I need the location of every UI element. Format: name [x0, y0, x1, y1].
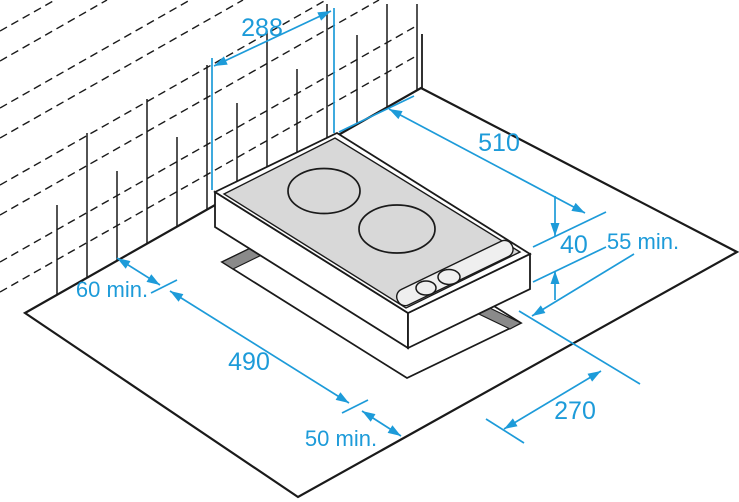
- dim-front-clearance: 50 min.: [305, 410, 402, 451]
- dim-label: 490: [228, 348, 270, 376]
- dim-hob-depth: 510: [338, 95, 607, 248]
- burner-front: [358, 204, 436, 254]
- arrowhead-icon: [389, 109, 403, 120]
- extension-line: [338, 95, 415, 133]
- dim-cutout-depth: 490: [150, 279, 369, 414]
- wall-tile-lines: [56, 4, 418, 295]
- dim-label: 510: [478, 129, 520, 157]
- arrowhead-icon: [532, 305, 546, 316]
- dim-label: 60 min.: [76, 277, 148, 302]
- arrowhead-icon: [146, 274, 160, 285]
- control-knob-1: [415, 280, 437, 296]
- control-knob-2: [437, 268, 461, 286]
- arrowhead-icon: [587, 371, 601, 382]
- arrowhead-icon: [571, 202, 585, 213]
- extension-line: [532, 246, 607, 283]
- dim-label: 288: [241, 14, 283, 42]
- extension-tick: [341, 399, 369, 414]
- dim-cutout-width: 270: [485, 370, 602, 444]
- arrowhead-icon: [504, 418, 518, 429]
- hob: [213, 131, 532, 350]
- dimension-line: [503, 370, 602, 430]
- dim-label: 55 min.: [607, 229, 679, 254]
- extension-line: [518, 310, 641, 385]
- extension-line: [532, 211, 607, 248]
- dim-label: 50 min.: [305, 426, 377, 451]
- arrowhead-icon: [335, 392, 349, 403]
- arrowhead-icon: [550, 223, 560, 236]
- arrowhead-icon: [550, 271, 560, 284]
- arrowhead-icon: [387, 425, 401, 436]
- dimension-line: [213, 10, 332, 67]
- dimension-line: [169, 290, 350, 404]
- dimension-line: [388, 108, 586, 214]
- wall: [0, 0, 423, 295]
- arrowhead-icon: [362, 411, 376, 422]
- burner-rear: [287, 167, 361, 215]
- wall-dashed-lines: [0, 0, 419, 293]
- dim-label: 40: [560, 231, 588, 259]
- dimensions: 288 510 40 55 min.: [76, 8, 679, 451]
- arrowhead-icon: [317, 11, 331, 21]
- arrowhead-icon: [117, 258, 131, 269]
- hob-glass-surface: [222, 137, 522, 309]
- dimension-line: [531, 253, 635, 317]
- dim-hob-width: 288: [211, 8, 335, 190]
- arrowhead-icon: [170, 291, 184, 302]
- arrowhead-icon: [214, 56, 228, 66]
- dim-label: 270: [554, 397, 596, 425]
- dim-wall-clearance: 60 min.: [76, 257, 161, 302]
- dim-right-clearance: 55 min.: [518, 229, 679, 385]
- dim-hob-thickness: 40: [532, 196, 607, 300]
- extension-line: [485, 418, 525, 444]
- extension-tick: [150, 279, 178, 294]
